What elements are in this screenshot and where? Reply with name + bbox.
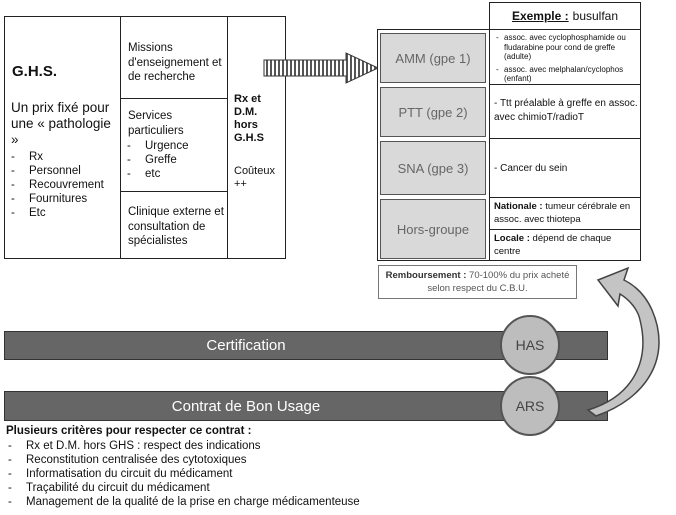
list-item: Personnel (7, 164, 121, 178)
locale-label: Locale : (494, 233, 530, 244)
clinique-cell: Clinique externe et consultation de spéc… (120, 191, 228, 259)
nationale-text: Nationale : tumeur cérébrale en assoc. a… (494, 201, 631, 225)
rx-hors-ghs-note: Coûteux ++ (234, 165, 275, 190)
list-item: Recouvrement (7, 178, 121, 192)
group-name: SNA (gpe 3) (397, 160, 469, 176)
ghs-item-list: Rx Personnel Recouvrement Fournitures Et… (7, 150, 121, 220)
group-ptt: PTT (gpe 2) (380, 87, 486, 137)
list-item: Urgence (123, 139, 227, 153)
list-item: Etc (7, 206, 121, 220)
criteria-title: Plusieurs critères pour respecter ce con… (6, 425, 252, 437)
services-cell: Services particuliers Urgence Greffe etc (120, 98, 228, 192)
group-name: PTT (gpe 2) (398, 104, 468, 120)
group-hors: Hors-groupe (380, 199, 486, 259)
missions-text: Missions d'enseignement et de recherche (128, 42, 222, 83)
list-item: Fournitures (7, 192, 121, 206)
ghs-panel: G.H.S. Un prix fixé pour une « pathologi… (4, 16, 120, 259)
rx-hors-ghs-cell: Rx et D.M. hors G.H.S Coûteux ++ (227, 16, 286, 259)
hors-nationale-detail: Nationale : tumeur cérébrale en assoc. a… (489, 197, 641, 230)
rx-hors-ghs-title: Rx et D.M. hors G.H.S (234, 93, 264, 144)
has-circle: HAS (500, 315, 560, 375)
list-item: assoc. avec cyclophosphamide ou fludarab… (492, 33, 640, 62)
list-item: Management de la qualité de la prise en … (4, 495, 604, 509)
group-name: Hors-groupe (396, 221, 470, 237)
list-item: Informatisation du circuit du médicament (4, 467, 604, 481)
services-list: Urgence Greffe etc (123, 139, 227, 181)
list-item: Traçabilité du circuit du médicament (4, 481, 604, 495)
ptt-detail: - Ttt préalable à greffe en assoc. avec … (489, 84, 641, 139)
exemple-header: Exemple : busulfan (489, 2, 641, 30)
remboursement-label: Remboursement : (385, 270, 467, 281)
clinique-text: Clinique externe et consultation de spéc… (128, 206, 224, 247)
ghs-subtitle: Un prix fixé pour une « pathologie » (11, 100, 111, 147)
ptt-detail-text: - Ttt préalable à greffe en assoc. avec … (494, 98, 638, 123)
ars-label: ARS (515, 398, 545, 414)
ghs-title: G.H.S. (12, 63, 58, 80)
remboursement-text: 70-100% du prix acheté selon respect du … (427, 270, 570, 294)
sna-detail-text: - Cancer du sein (494, 163, 568, 174)
amm-detail-list: assoc. avec cyclophosphamide ou fludarab… (492, 33, 640, 84)
group-amm: AMM (gpe 1) (380, 33, 486, 83)
list-item: Rx (7, 150, 121, 164)
list-item: Reconstitution centralisée des cytotoxiq… (4, 453, 604, 467)
remboursement-box: Remboursement : 70-100% du prix acheté s… (378, 265, 577, 299)
locale-text: Locale : dépend de chaque centre (494, 233, 612, 257)
contrat-label: Contrat de Bon Usage (171, 397, 321, 415)
list-item: assoc. avec melphalan/cyclophos (enfant) (492, 65, 640, 84)
criteria-list: Rx et D.M. hors GHS : respect des indica… (4, 439, 604, 509)
amm-detail: assoc. avec cyclophosphamide ou fludarab… (489, 29, 641, 85)
certification-label: Certification (206, 337, 286, 354)
group-name: AMM (gpe 1) (395, 50, 471, 66)
has-label: HAS (515, 337, 545, 353)
exemple-label: Exemple : (511, 9, 569, 23)
list-item: Greffe (123, 153, 227, 167)
curved-arrow-icon (586, 266, 660, 417)
list-item: Rx et D.M. hors GHS : respect des indica… (4, 439, 604, 453)
striped-arrow-icon (263, 52, 380, 84)
exemple-drug: busulfan (572, 9, 619, 23)
missions-cell: Missions d'enseignement et de recherche (120, 16, 228, 99)
sna-detail: - Cancer du sein (489, 138, 641, 198)
ars-circle: ARS (500, 376, 560, 436)
group-sna: SNA (gpe 3) (380, 141, 486, 195)
nationale-label: Nationale : (494, 201, 543, 212)
services-title: Services particuliers (128, 110, 184, 137)
list-item: etc (123, 167, 227, 181)
hors-locale-detail: Locale : dépend de chaque centre (489, 229, 641, 261)
